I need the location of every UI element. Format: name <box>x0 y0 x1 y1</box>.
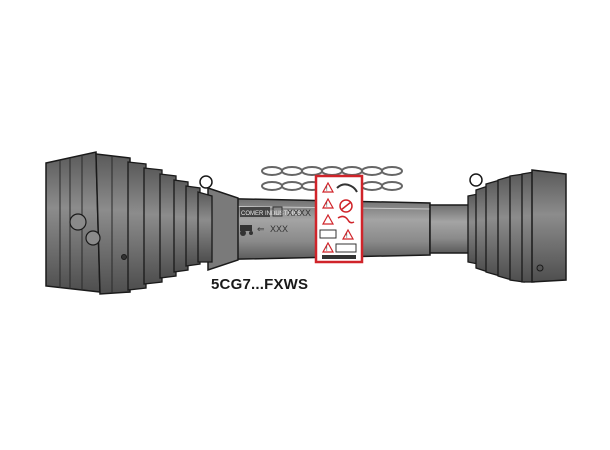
model-code-label: 5CG7...FXWS <box>211 276 309 293</box>
svg-text:!: ! <box>326 203 328 209</box>
tractor-icon <box>240 225 253 236</box>
right-guard <box>467 169 567 283</box>
svg-text:⇐: ⇐ <box>257 224 265 234</box>
grease-nipple-icon <box>69 213 87 231</box>
svg-text:!: ! <box>326 247 328 253</box>
warning-label-icon: ! ! ! ! <box>314 174 364 264</box>
brand-text: COMER INDUSTRIES <box>241 211 301 217</box>
tube-text-bottom: XXX <box>270 224 288 234</box>
tube-text-top: XXXX <box>287 208 311 218</box>
svg-text:!: ! <box>326 187 328 193</box>
svg-text:!: ! <box>346 234 348 240</box>
tube-markings: COMER INDUSTRIES XXXX ⇐ XXX <box>240 206 311 236</box>
left-guard <box>45 151 213 295</box>
